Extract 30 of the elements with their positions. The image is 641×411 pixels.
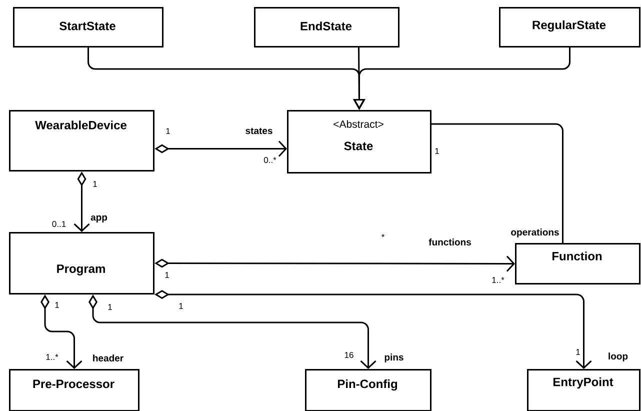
class-box: WearableDevice xyxy=(9,110,154,172)
multiplicity-label: 1 xyxy=(93,181,97,187)
role-label: header xyxy=(92,354,124,362)
class-box: EntryPoint xyxy=(527,368,640,411)
multiplicity-label: * xyxy=(382,234,385,238)
association-line xyxy=(432,123,564,243)
class-box: EndState xyxy=(254,7,400,48)
multiplicity-label: 1 xyxy=(165,272,169,278)
multiplicity-label: 1 xyxy=(576,349,580,355)
role-label: app xyxy=(90,214,108,224)
class-box: Program xyxy=(9,232,154,294)
class-box: Pin-Config xyxy=(305,368,432,411)
class-box: Function xyxy=(515,242,640,284)
role-label: pins xyxy=(384,353,404,363)
role-label: functions xyxy=(428,238,472,246)
multiplicity-label: 1 xyxy=(108,304,112,310)
class-box: Pre-Processor xyxy=(9,368,140,411)
role-label: loop xyxy=(607,352,629,362)
role-label: states xyxy=(244,127,274,135)
multiplicity-label: 1 xyxy=(55,302,59,308)
multiplicity-label: 1 xyxy=(166,128,170,134)
multiplicity-label: 1..* xyxy=(46,354,58,360)
multiplicity-label: 1 xyxy=(179,303,183,309)
multiplicity-label: 0..* xyxy=(264,156,276,163)
class-box: <Abstract> State xyxy=(287,110,432,174)
role-label: operations xyxy=(510,228,560,238)
class-box: StartState xyxy=(13,7,164,48)
multiplicity-label: 16 xyxy=(344,352,354,358)
class-box: RegularState xyxy=(499,7,640,48)
multiplicity-label: 1..* xyxy=(492,277,504,283)
